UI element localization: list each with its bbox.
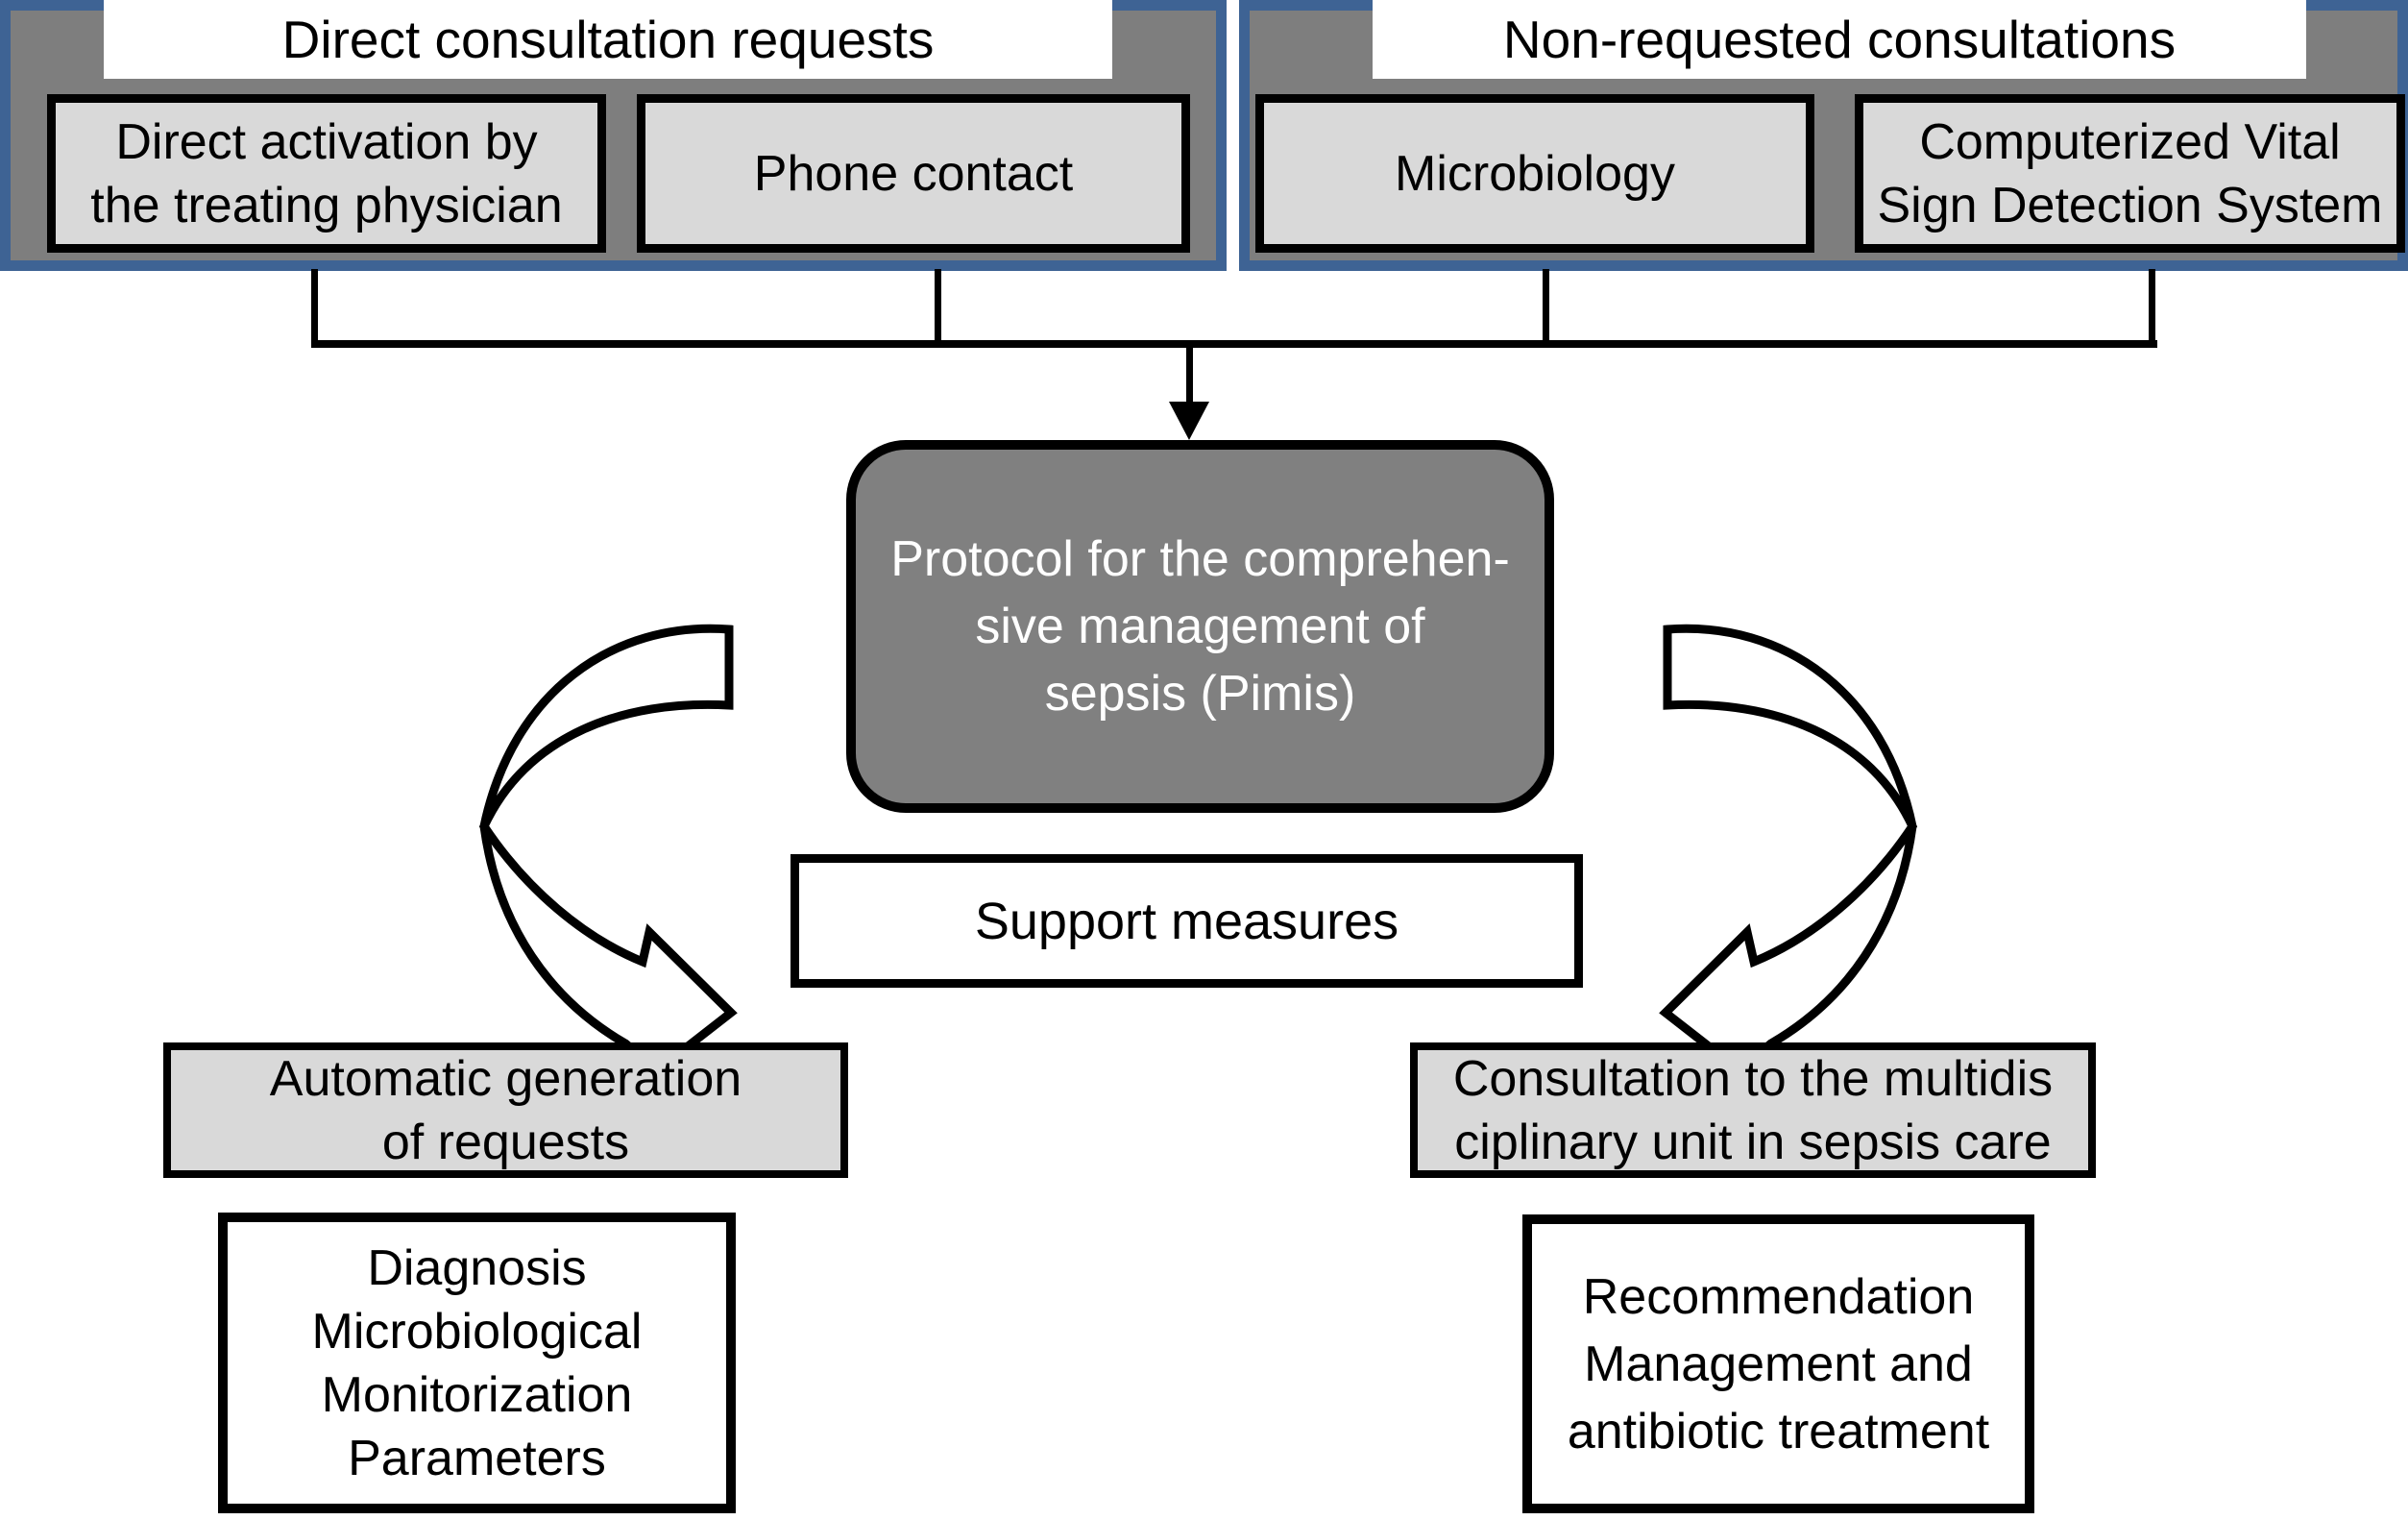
box-computerized-vital-sign-system: Computerized Vital Sign Detection System: [1855, 94, 2405, 253]
box-direct-activation: Direct activation by the treating physic…: [47, 94, 606, 253]
box-diagnosis-details: Diagnosis Microbiological Monitorization…: [218, 1213, 736, 1513]
connector-horizontal-bar: [311, 340, 2157, 348]
curved-arrow-left-icon: [478, 624, 738, 1076]
box-recommendation-details: Recommendation Management and antibiotic…: [1522, 1214, 2034, 1513]
support-measures-box: Support measures: [791, 854, 1583, 988]
panel-non-requested-title: Non-requested consultations: [1373, 0, 2306, 79]
box-automatic-generation: Automatic generation of requests: [163, 1042, 848, 1178]
box-consultation-multidisciplinary-unit: Consultation to the multidis ciplinary u…: [1410, 1042, 2096, 1178]
curved-arrow-right-icon: [1659, 624, 1918, 1076]
connector-drop-line-4: [2149, 269, 2155, 344]
protocol-pimis-box: Protocol for the comprehen- sive managem…: [846, 440, 1554, 813]
connector-drop-line-1: [311, 269, 318, 344]
flow-arrow-down-icon: [1169, 402, 1209, 440]
connector-drop-line-2: [935, 269, 941, 344]
box-microbiology: Microbiology: [1255, 94, 1814, 253]
panel-direct-consultations-title: Direct consultation requests: [104, 0, 1112, 79]
connector-center-stem: [1186, 346, 1193, 404]
box-phone-contact: Phone contact: [637, 94, 1190, 253]
connector-drop-line-3: [1543, 269, 1549, 344]
